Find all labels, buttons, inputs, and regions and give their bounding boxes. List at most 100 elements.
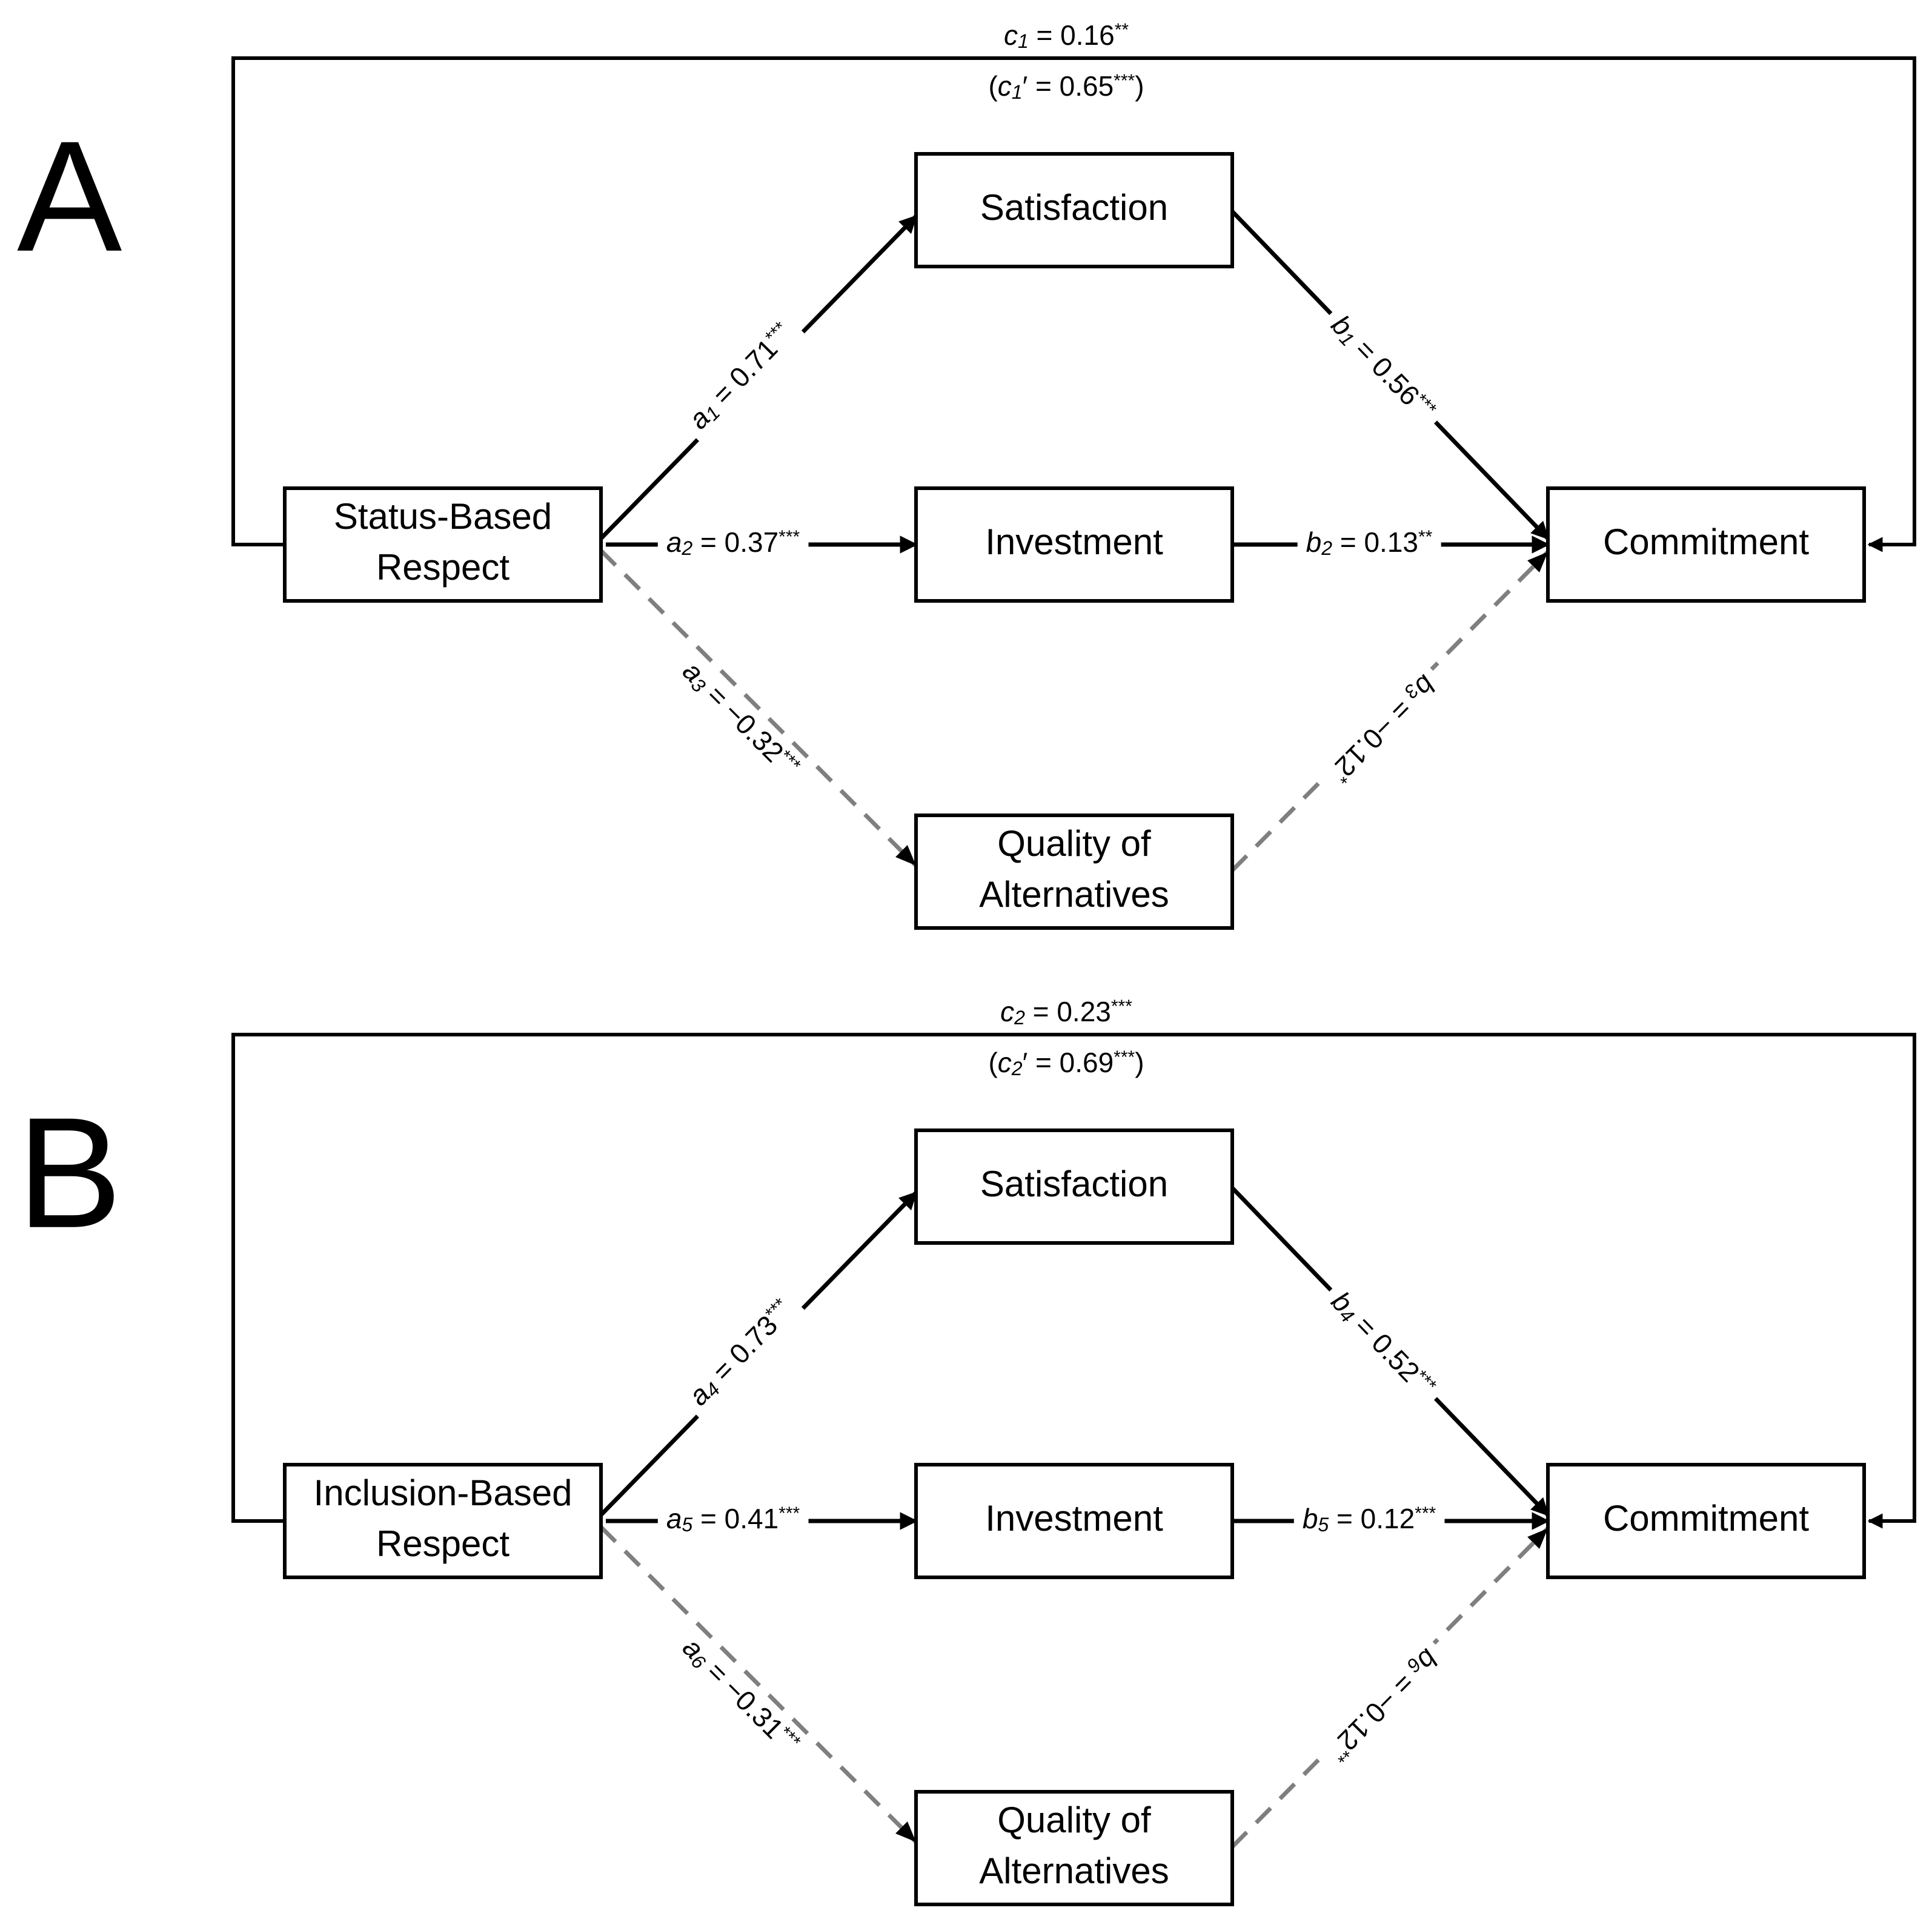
- path-b-alternatives: [1230, 550, 1550, 872]
- a_bot-coefficient: a6 = −0.31***: [668, 1623, 813, 1769]
- svg-text:a4 = 0.73***: a4 = 0.73***: [683, 1294, 800, 1413]
- predictor-label: Respect: [376, 1523, 510, 1564]
- arrowhead-a-alternatives: [895, 1821, 916, 1842]
- b_mid-sub: 2: [1321, 537, 1332, 559]
- a_mid-sig: ***: [778, 1503, 800, 1523]
- c_total-eq: = 0.16: [1029, 19, 1115, 51]
- svg-text:a2 = 0.37***: a2 = 0.37***: [666, 526, 800, 559]
- predictor-label: Respect: [376, 547, 510, 588]
- c_direct-sig: ***: [1114, 1047, 1135, 1067]
- alternatives-label: Quality of: [997, 1800, 1151, 1840]
- a_top-coefficient: a1 = 0.71***: [674, 310, 808, 444]
- satisfaction-box: [914, 1128, 1234, 1245]
- path-a-alternatives: [599, 549, 918, 867]
- arrowhead-a-alternatives: [895, 845, 916, 866]
- outcome-node: Commitment: [1546, 1463, 1866, 1579]
- alternatives-node: Quality of Alternatives: [914, 814, 1234, 930]
- svg-text:b1 = 0.56***: b1 = 0.56***: [1324, 309, 1441, 428]
- satisfaction-box: [914, 152, 1234, 268]
- c_direct-post: ): [1135, 1047, 1144, 1078]
- c_direct-eq: ′ = 0.65: [1023, 70, 1114, 102]
- outcome-box: [1546, 486, 1866, 603]
- outcome-box: [1546, 1463, 1866, 1579]
- c_direct-sub: 1: [1012, 81, 1023, 103]
- outcome-label: Commitment: [1603, 1498, 1809, 1539]
- outcome-node: Commitment: [1546, 486, 1866, 603]
- c_direct-sym: c: [998, 70, 1012, 102]
- svg-text:a6 = −0.31***: a6 = −0.31***: [676, 1631, 805, 1760]
- svg-text:a3 = −0.32***: a3 = −0.32***: [676, 655, 805, 784]
- c_total-eq: = 0.23: [1025, 996, 1111, 1027]
- a_mid-coefficient: a5 = 0.41***: [657, 1500, 809, 1539]
- predictor-label: Inclusion-Based: [314, 1473, 573, 1513]
- path-a-alternatives: [599, 1525, 918, 1844]
- c_total-sym: c: [1004, 19, 1018, 51]
- satisfaction-label: Satisfaction: [980, 187, 1168, 228]
- b_top-coefficient: b1 = 0.56***: [1316, 301, 1449, 436]
- c_total-sym: c: [1000, 996, 1014, 1027]
- a_mid-sym: a: [666, 1503, 682, 1534]
- c_direct-coefficient: (c2′ = 0.69***): [980, 1044, 1153, 1082]
- b_bot-coefficient: b6 = −0.12**: [1312, 1634, 1452, 1775]
- svg-text:(c1′ = 0.65***): (c1′ = 0.65***): [988, 70, 1144, 103]
- a_mid-eq: = 0.37: [692, 526, 778, 558]
- svg-text:a5 = 0.41***: a5 = 0.41***: [666, 1503, 800, 1536]
- svg-text:b3 = −0.12*: b3 = −0.12*: [1323, 668, 1442, 787]
- a_mid-sub: 5: [682, 1514, 692, 1536]
- c_direct-pre: (: [988, 1047, 998, 1078]
- b_bot-coefficient: b3 = −0.12*: [1315, 660, 1450, 796]
- b_mid-coefficient: b5 = 0.12***: [1293, 1500, 1445, 1539]
- b_mid-eq: = 0.12: [1329, 1503, 1415, 1534]
- c_direct-coefficient: (c1′ = 0.65***): [980, 68, 1153, 106]
- svg-text:b5 = 0.12***: b5 = 0.12***: [1303, 1503, 1436, 1536]
- c_total-sig: **: [1115, 20, 1129, 40]
- a_bot-coefficient: a3 = −0.32***: [668, 647, 813, 792]
- c_total-sub: 2: [1014, 1007, 1025, 1029]
- investment-box: [914, 1463, 1234, 1579]
- c_direct-pre: (: [988, 70, 998, 102]
- alternatives-label: Alternatives: [979, 874, 1169, 915]
- b_bot-eq: = −0.12: [1329, 688, 1424, 783]
- c_direct-eq: ′ = 0.69: [1023, 1047, 1114, 1078]
- b_mid-sym: b: [1306, 526, 1322, 558]
- a_mid-coefficient: a2 = 0.37***: [657, 524, 809, 562]
- c_total-sig: ***: [1111, 996, 1132, 1016]
- b_mid-sym: b: [1303, 1503, 1318, 1534]
- b_bot-eq: = −0.12: [1332, 1662, 1426, 1757]
- svg-text:b6 = −0.12**: b6 = −0.12**: [1321, 1642, 1445, 1767]
- b_top-coefficient: b4 = 0.52***: [1316, 1277, 1449, 1413]
- satisfaction-label: Satisfaction: [980, 1164, 1168, 1204]
- predictor-box: [283, 486, 603, 603]
- svg-text:c2 = 0.23***: c2 = 0.23***: [1000, 996, 1132, 1029]
- a_mid-eq: = 0.41: [692, 1503, 778, 1534]
- a_bot-eq: = −0.31: [695, 1650, 790, 1745]
- c_direct-sub: 2: [1011, 1058, 1023, 1079]
- satisfaction-node: Satisfaction: [914, 152, 1234, 268]
- alternatives-box: [914, 1790, 1234, 1906]
- a_top-eq: = 0.71: [701, 333, 783, 416]
- svg-text:c1 = 0.16**: c1 = 0.16**: [1004, 19, 1129, 52]
- alternatives-box: [914, 814, 1234, 930]
- b_mid-sig: **: [1418, 527, 1433, 547]
- a_mid-sub: 2: [681, 537, 692, 559]
- predictor-box: [283, 1463, 603, 1579]
- arrowhead-b-alternatives: [1527, 552, 1548, 573]
- c_direct-post: ): [1135, 70, 1144, 102]
- svg-text:a1 = 0.71***: a1 = 0.71***: [683, 317, 800, 436]
- c_total-coefficient: c2 = 0.23***: [992, 993, 1141, 1032]
- svg-text:(c2′ = 0.69***): (c2′ = 0.69***): [988, 1047, 1144, 1079]
- c_direct-sig: ***: [1114, 71, 1135, 91]
- arrowhead-b-alternatives: [1527, 1528, 1548, 1549]
- b_mid-sig: ***: [1415, 1503, 1436, 1523]
- c_total-sub: 1: [1018, 30, 1029, 52]
- panel-label: B: [17, 1085, 122, 1261]
- svg-text:b2 = 0.13**: b2 = 0.13**: [1306, 526, 1433, 559]
- investment-label: Investment: [985, 1498, 1163, 1539]
- investment-node: Investment: [914, 486, 1234, 603]
- panel-label: A: [17, 109, 123, 285]
- alternatives-label: Quality of: [997, 823, 1151, 864]
- b_top-eq: = 0.52: [1344, 1304, 1426, 1388]
